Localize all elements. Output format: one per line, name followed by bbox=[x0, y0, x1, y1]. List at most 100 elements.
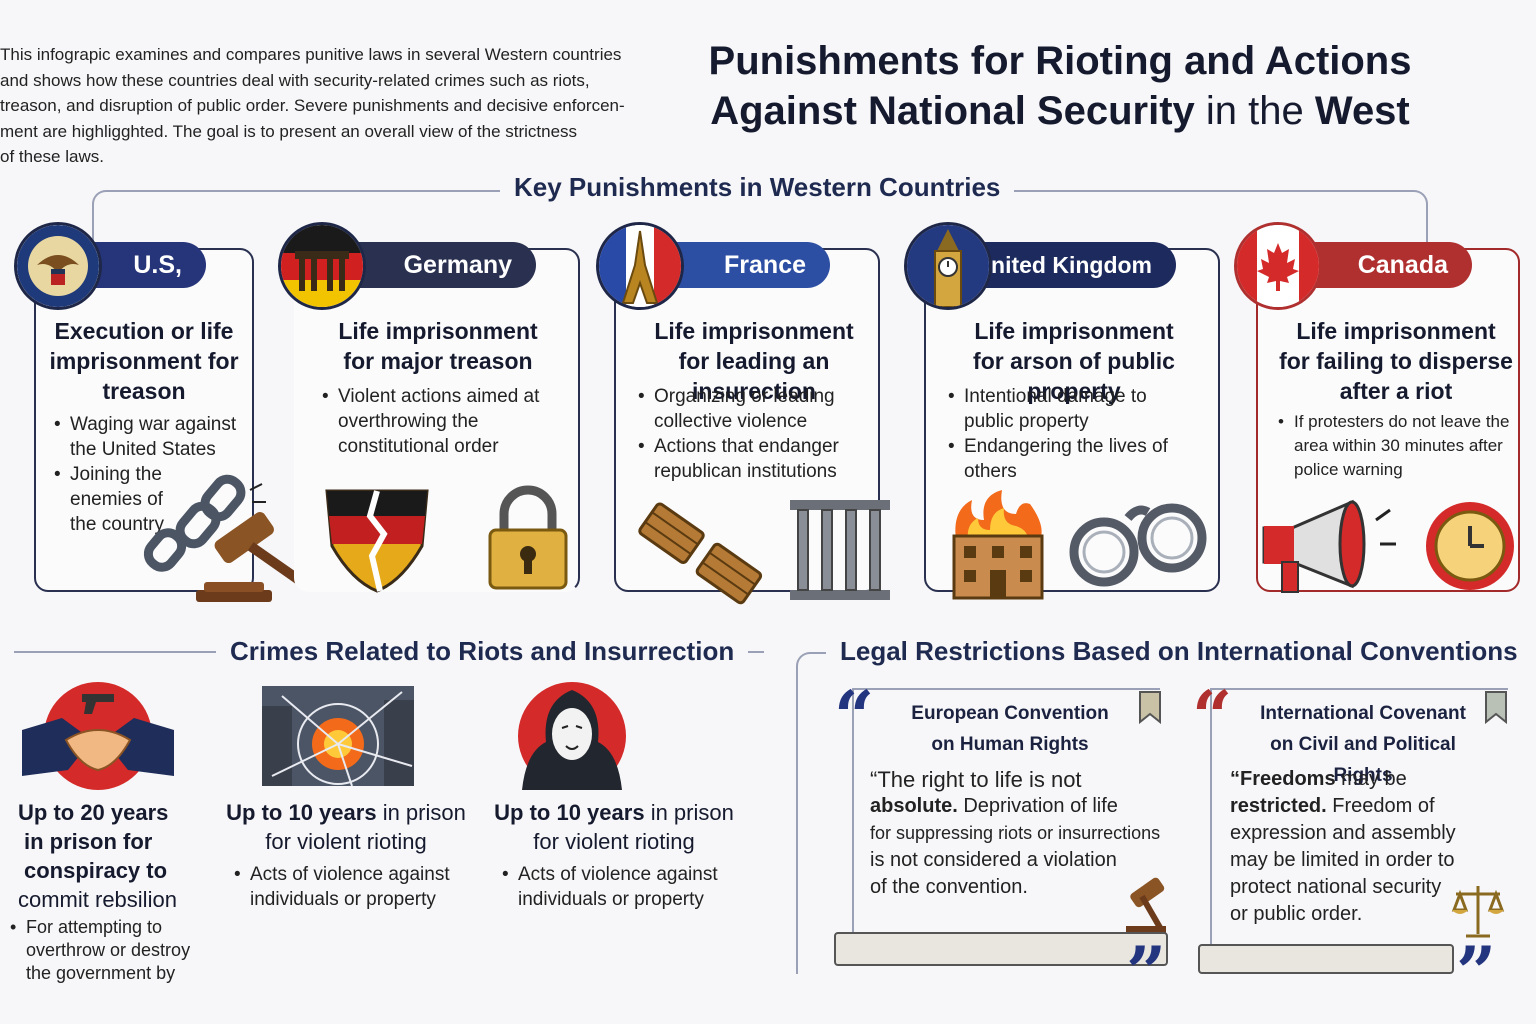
convention-1-text-3: is not considered a violation bbox=[870, 849, 1117, 871]
brandenburg-gate-icon bbox=[278, 222, 366, 310]
broken-chain-icon bbox=[140, 470, 270, 585]
convention-2-title-2: on Civil and Political Rights bbox=[1270, 734, 1456, 786]
convention-2-text-4: protect national security bbox=[1230, 876, 1442, 898]
crime-3-bullets: Acts of violence against individuals or … bbox=[498, 862, 748, 912]
us-seal-icon bbox=[14, 222, 102, 310]
germany-bullets: Violent actions aimed at overthrowing th… bbox=[318, 384, 568, 459]
crime-3-title: Up to 10 years in prison for violent rio… bbox=[488, 798, 740, 856]
title-bold: Against National Security bbox=[710, 89, 1195, 133]
broken-shield-icon bbox=[322, 486, 432, 601]
title-end: West bbox=[1314, 89, 1410, 133]
crime-2-title: Up to 10 years in prison for violent rio… bbox=[226, 798, 466, 856]
clock-icon bbox=[1422, 498, 1518, 599]
intro-line: This infograpic examines and compares pu… bbox=[0, 45, 622, 64]
france-title-bold: Life imprisonment bbox=[654, 318, 854, 344]
list-item: Actions that endanger republican institu… bbox=[634, 434, 874, 484]
gavel-icon bbox=[1126, 874, 1178, 939]
prison-bars-icon bbox=[790, 500, 890, 605]
megaphone-icon bbox=[1258, 496, 1398, 601]
list-item: Organizing or leading collective violenc… bbox=[634, 384, 874, 434]
intro-paragraph: This infograpic examines and compares pu… bbox=[0, 42, 670, 170]
convention-1-text-2: for suppressing riots or insurrections bbox=[870, 823, 1161, 843]
canada-bullets: If protesters do not leave the area with… bbox=[1274, 410, 1514, 482]
handshake-gun-icon bbox=[22, 680, 174, 797]
open-quote-icon: “ bbox=[834, 675, 875, 758]
us-bullets: Waging war against the United States Joi… bbox=[50, 412, 250, 537]
maple-leaf-icon bbox=[1234, 222, 1322, 310]
convention-2-text-0: may be bbox=[1341, 768, 1407, 790]
us-title: Execution or life imprisonment for treas… bbox=[49, 318, 239, 404]
intro-line: and shows how these countries deal with … bbox=[0, 70, 590, 90]
handcuffs-icon bbox=[1066, 494, 1212, 595]
key-section-heading: Key Punishments in Western Countries bbox=[500, 172, 1015, 203]
convention-1-text-open: “The right to life is not bbox=[870, 767, 1082, 792]
convention-1-text-4: of the convention. bbox=[870, 876, 1028, 898]
canada-title: Life imprisonment for failing to dispers… bbox=[1276, 316, 1516, 406]
scroll-base bbox=[834, 932, 1168, 966]
canada-title-bold: Life imprisonment bbox=[1296, 318, 1496, 344]
crime-3-rest: for violent rioting bbox=[533, 829, 695, 854]
list-item: Acts of violence against individuals or … bbox=[230, 862, 470, 912]
convention-2-text-bold-1: “Freedoms bbox=[1230, 768, 1336, 790]
crime-2-bullets: Acts of violence against individuals or … bbox=[230, 862, 470, 912]
legal-section-heading: Legal Restrictions Based on Internationa… bbox=[826, 636, 1532, 667]
title-light: in the bbox=[1205, 89, 1304, 133]
eiffel-tower-icon bbox=[596, 222, 684, 310]
convention-1-text-bold: absolute. bbox=[870, 795, 958, 817]
convention-2-title: International Covenant on Civil and Poli… bbox=[1240, 698, 1486, 791]
crime-1-rest: commit rebsilion bbox=[18, 887, 177, 912]
germany-title-rest: for major treason bbox=[343, 348, 533, 374]
crime-1-bold-3: conspiracy to bbox=[24, 858, 168, 883]
crime-2-rest: for violent rioting bbox=[265, 829, 427, 854]
big-ben-icon bbox=[904, 222, 992, 310]
convention-2-text-bold: restricted. bbox=[1230, 795, 1327, 817]
close-quote-icon: ” bbox=[1456, 931, 1497, 1014]
convention-1-title: European Convention on Human Rights bbox=[890, 698, 1130, 760]
crimes-section-heading: Crimes Related to Riots and Insurrection bbox=[216, 636, 749, 667]
list-item: Acts of violence against individuals or … bbox=[498, 862, 748, 912]
convention-2-card bbox=[1210, 688, 1508, 950]
convention-2-title-1: International Covenant bbox=[1260, 703, 1466, 724]
intro-line: ment are highligghted. The goal is to pr… bbox=[0, 121, 578, 141]
convention-2-text-3: may be limited in order to bbox=[1230, 849, 1455, 871]
list-item: Intentional damage to public property bbox=[944, 384, 1194, 434]
open-quote-icon: “ bbox=[1192, 675, 1233, 758]
intro-line: of these laws. bbox=[0, 147, 104, 166]
list-item: Joining the enemies of the country bbox=[50, 462, 190, 537]
crime-1-bold-1: Up to 20 years bbox=[18, 800, 169, 825]
crime-1-title: Up to 20 years in prison for conspiracy … bbox=[18, 798, 218, 914]
scales-icon bbox=[1450, 880, 1506, 945]
convention-2-text-1: Freedom of bbox=[1332, 795, 1435, 817]
canada-title-rest: for failing to disperse after a riot bbox=[1279, 348, 1513, 404]
list-item: Endangering the lives of others bbox=[944, 434, 1194, 484]
list-item: Waging war against the United States bbox=[50, 412, 250, 462]
list-item: If protesters do not leave the area with… bbox=[1274, 410, 1514, 482]
list-item: Violent actions aimed at overthrowing th… bbox=[318, 384, 568, 459]
riot-scene-icon bbox=[262, 686, 414, 791]
convention-1-text: “The right to life is not absolute. Depr… bbox=[870, 766, 1170, 901]
page-title: Punishments for Rioting and Actions Agai… bbox=[700, 36, 1420, 136]
burning-building-icon bbox=[946, 490, 1050, 605]
close-quote-icon: ” bbox=[1126, 931, 1167, 1014]
convention-1-card bbox=[852, 688, 1160, 950]
convention-2-text-2: expression and assembly bbox=[1230, 822, 1456, 844]
convention-1-title-1: European Convention bbox=[911, 703, 1109, 724]
germany-title-bold: Life imprisonment bbox=[338, 318, 538, 344]
crime-2-light-1: in prison bbox=[382, 800, 466, 825]
convention-2-text-5: or public order. bbox=[1230, 903, 1363, 925]
convention-2-text: “Freedoms may be restricted. Freedom of … bbox=[1230, 766, 1500, 928]
crime-3-bold-1: Up to 10 years bbox=[494, 800, 645, 825]
intro-line: treason, and disruption of public order.… bbox=[0, 96, 625, 115]
germany-title: Life imprisonment for major treason bbox=[300, 316, 576, 376]
crime-2-bold-1: Up to 10 years bbox=[226, 800, 377, 825]
crime-1-bold-2: in prison for bbox=[24, 829, 153, 854]
uk-bullets: Intentional damage to public property En… bbox=[944, 384, 1194, 484]
broken-fasces-icon bbox=[632, 496, 766, 611]
convention-1-title-2: on Human Rights bbox=[931, 734, 1089, 755]
uk-title-bold: Life imprisonment bbox=[974, 318, 1174, 344]
title-line-1: Punishments for Rioting and Actions bbox=[708, 39, 1412, 83]
bookmark-icon bbox=[1138, 690, 1162, 729]
title-line-2: Against National Security in the West bbox=[700, 86, 1420, 136]
hooded-mask-icon bbox=[512, 682, 632, 795]
padlock-icon bbox=[486, 484, 570, 597]
